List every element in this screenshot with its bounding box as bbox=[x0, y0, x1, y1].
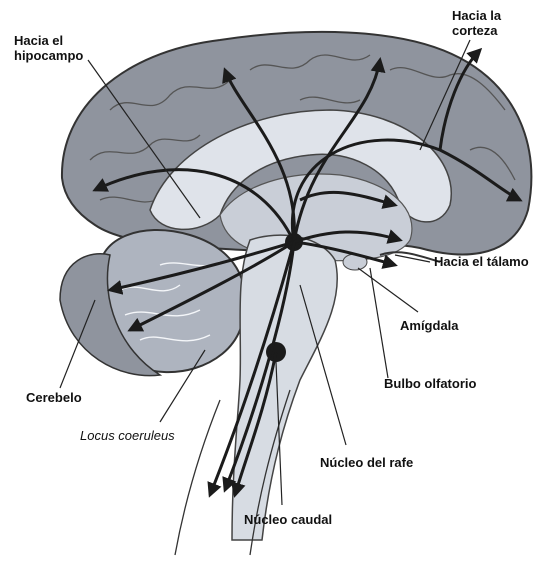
label-bulbo: Bulbo olfatorio bbox=[384, 376, 476, 391]
label-caudal: Núcleo caudal bbox=[244, 512, 332, 527]
label-corteza: Hacia la corteza bbox=[452, 8, 532, 38]
label-hipocampo: Hacia el hipocampo bbox=[14, 33, 124, 63]
label-cerebelo: Cerebelo bbox=[26, 390, 82, 405]
label-amigdala: Amígdala bbox=[400, 318, 459, 333]
label-rafe: Núcleo del rafe bbox=[320, 455, 413, 470]
spinal-cord-edge bbox=[175, 400, 220, 555]
olfactory-bulb bbox=[380, 252, 440, 262]
label-locus: Locus coeruleus bbox=[80, 428, 175, 443]
brainstem bbox=[232, 235, 337, 540]
label-talamo: Hacia el tálamo bbox=[434, 254, 529, 269]
